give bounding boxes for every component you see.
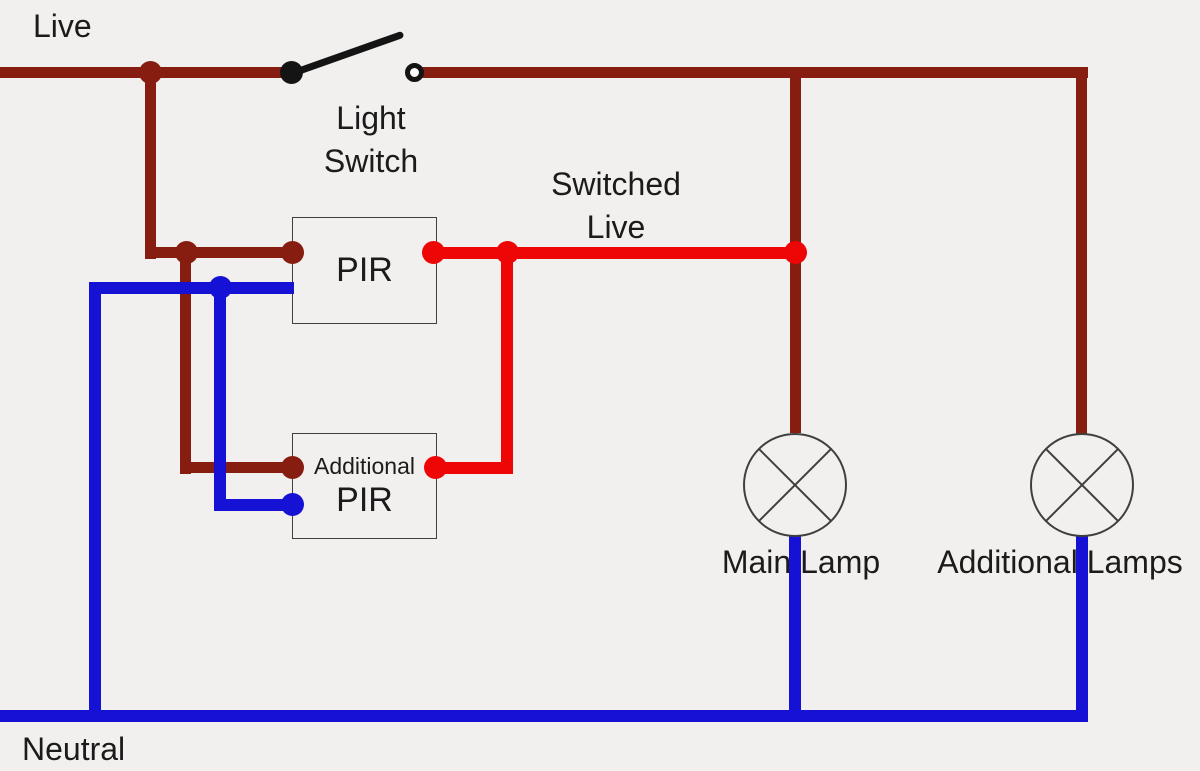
pir-switched-terminal-dot [422, 241, 445, 264]
pir-neutral-wire [89, 282, 294, 294]
light-switch-pivot-dot [280, 61, 303, 84]
live-rail-right [414, 67, 1088, 78]
live-tap-junction-dot [139, 61, 162, 84]
additional-lamp-icon [1030, 433, 1134, 537]
main-lamp-neutral-drop [789, 536, 801, 712]
switched-live-junction-dot [496, 241, 519, 264]
light-switch-lever [290, 30, 405, 77]
main-lamp-label: Main Lamp [721, 544, 881, 580]
additional-pir-label-line2: PIR [336, 481, 393, 520]
additional-pir-live-vertical [180, 247, 191, 474]
pir-live-in-wire [145, 247, 293, 258]
light-switch-contact-dot [405, 63, 424, 82]
additional-pir-label-line1: Additional [313, 452, 416, 479]
additional-lamp-feed-vertical [1076, 67, 1087, 435]
live-label: Live [33, 8, 92, 44]
neutral-left-vertical [89, 282, 101, 722]
pir-live-terminal-dot [281, 241, 304, 264]
additional-pir-switched-vertical [501, 247, 513, 474]
live-branch-junction-dot [175, 241, 198, 264]
switched-live-lamp-junction-dot [784, 241, 807, 264]
additional-pir-switched-terminal-dot [424, 456, 447, 479]
lamp-circle [743, 433, 847, 537]
additional-pir-neutral-vertical [214, 282, 226, 511]
additional-pir-live-terminal-dot [281, 456, 304, 479]
additional-pir-box: Additional PIR [292, 433, 437, 539]
neutral-junction-dot [209, 276, 232, 299]
additional-pir-neutral-terminal-dot [281, 493, 304, 516]
main-lamp-icon [743, 433, 847, 537]
light-switch-label: Light Switch [323, 100, 419, 179]
neutral-label: Neutral [22, 731, 126, 767]
lamp-circle [1030, 433, 1134, 537]
additional-pir-neutral-wire [214, 499, 294, 511]
additional-pir-switched-out-wire [436, 462, 513, 474]
neutral-rail [0, 710, 1088, 722]
additional-lamp-neutral-drop [1076, 536, 1088, 712]
live-branch-vertical [145, 67, 156, 259]
additional-lamps-label: Additional Lamps [937, 544, 1183, 580]
additional-pir-live-in-wire [180, 462, 293, 473]
pir-label: PIR [336, 250, 393, 289]
switched-live-label: Switched Live [551, 166, 681, 245]
pir-box: PIR [292, 217, 437, 324]
switched-live-wire [433, 247, 801, 259]
